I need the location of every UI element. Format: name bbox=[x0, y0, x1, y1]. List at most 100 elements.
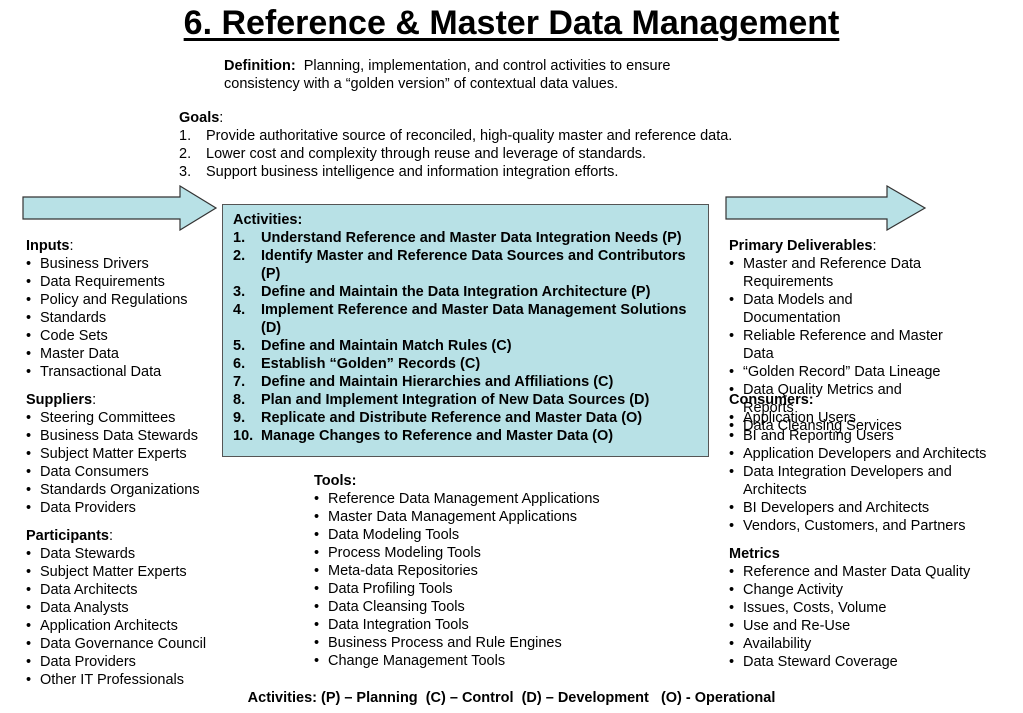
tool-item: Business Process and Rule Engines bbox=[314, 634, 634, 652]
inputs-list: Business DriversData RequirementsPolicy … bbox=[26, 255, 221, 381]
inputs-label: Inputs bbox=[26, 238, 70, 254]
tool-item: Process Modeling Tools bbox=[314, 544, 634, 562]
participant-item: Application Architects bbox=[26, 617, 226, 635]
tool-item: Data Integration Tools bbox=[314, 616, 634, 634]
goals-label: Goals bbox=[179, 110, 220, 126]
metrics-label: Metrics bbox=[729, 546, 780, 562]
goal-item-text: Support business intelligence and inform… bbox=[206, 164, 619, 180]
activities-list: 1. Understand Reference and Master Data I… bbox=[233, 229, 698, 445]
activity-item-text: Implement Reference and Master Data Mana… bbox=[261, 302, 687, 336]
activity-item-text: Identify Master and Reference Data Sourc… bbox=[261, 248, 686, 282]
activity-item: 2. Identify Master and Reference Data Sou… bbox=[233, 247, 698, 283]
activity-item-text: Replicate and Distribute Reference and M… bbox=[261, 410, 643, 426]
definition-label: Definition: bbox=[224, 58, 296, 74]
consumers-label: Consumers: bbox=[729, 392, 814, 408]
suppliers-list: Steering CommitteesBusiness Data Steward… bbox=[26, 409, 221, 517]
consumer-item: BI and Reporting Users bbox=[729, 427, 1007, 445]
activity-item: 3. Define and Maintain the Data Integrati… bbox=[233, 283, 698, 301]
tools-list: Reference Data Management ApplicationsMa… bbox=[314, 490, 634, 670]
activity-item: 7. Define and Maintain Hierarchies and Af… bbox=[233, 373, 698, 391]
input-arrow-icon bbox=[22, 185, 218, 231]
deliverable-item: Master and Reference Data Requirements bbox=[729, 255, 949, 291]
tools-section: Tools: Reference Data Management Applica… bbox=[314, 472, 634, 670]
activity-item-text: Establish “Golden” Records (C) bbox=[261, 356, 481, 372]
participant-item: Subject Matter Experts bbox=[26, 563, 226, 581]
input-item: Standards bbox=[26, 309, 221, 327]
activity-item-number: 9. bbox=[233, 410, 246, 426]
goals-section: Goals: 1.Provide authoritative source of… bbox=[179, 109, 799, 181]
tool-item: Data Modeling Tools bbox=[314, 526, 634, 544]
metric-item: Issues, Costs, Volume bbox=[729, 599, 1014, 617]
activity-item-number: 4. bbox=[233, 302, 246, 318]
activity-item-number: 7. bbox=[233, 374, 246, 390]
participant-item: Data Governance Council bbox=[26, 635, 226, 653]
participants-label: Participants bbox=[26, 528, 109, 544]
goal-item-number: 1. bbox=[179, 128, 192, 144]
tools-label: Tools: bbox=[314, 473, 357, 489]
activity-item-text: Manage Changes to Reference and Master D… bbox=[261, 428, 614, 444]
goal-item-text: Provide authoritative source of reconcil… bbox=[206, 128, 733, 144]
participant-item: Data Providers bbox=[26, 653, 226, 671]
activity-item: 4. Implement Reference and Master Data Ma… bbox=[233, 301, 698, 337]
goal-item-number: 3. bbox=[179, 164, 192, 180]
metrics-section: Metrics Reference and Master Data Qualit… bbox=[729, 545, 1014, 671]
goal-item: 3. Support business intelligence and info… bbox=[179, 163, 799, 181]
consumer-item: BI Developers and Architects bbox=[729, 499, 1007, 517]
activity-item: 10.Manage Changes to Reference and Maste… bbox=[233, 427, 698, 445]
supplier-item: Steering Committees bbox=[26, 409, 221, 427]
definition-text-line1: Planning, implementation, and control ac… bbox=[303, 58, 671, 74]
supplier-item: Data Providers bbox=[26, 499, 221, 517]
input-item: Master Data bbox=[26, 345, 221, 363]
deliverable-item: “Golden Record” Data Lineage bbox=[729, 363, 949, 381]
deliverable-item: Reliable Reference and Master Data bbox=[729, 327, 949, 363]
deliverables-label: Primary Deliverables bbox=[729, 238, 873, 254]
input-item: Policy and Regulations bbox=[26, 291, 221, 309]
activity-item-number: 1. bbox=[233, 230, 246, 246]
activity-item-number: 3. bbox=[233, 284, 246, 300]
consumer-item: Application Users bbox=[729, 409, 1007, 427]
activities-label: Activities: bbox=[233, 212, 303, 228]
goal-item: 2. Lower cost and complexity through reus… bbox=[179, 145, 799, 163]
activity-item-number: 6. bbox=[233, 356, 246, 372]
input-item: Data Requirements bbox=[26, 273, 221, 291]
participant-item: Data Architects bbox=[26, 581, 226, 599]
activity-item: 8.Plan and Implement Integration of New … bbox=[233, 391, 698, 409]
tool-item: Master Data Management Applications bbox=[314, 508, 634, 526]
suppliers-section: Suppliers: Steering CommitteesBusiness D… bbox=[26, 391, 221, 517]
supplier-item: Business Data Stewards bbox=[26, 427, 221, 445]
activity-item-number: 2. bbox=[233, 248, 246, 264]
output-arrow-icon bbox=[725, 185, 927, 231]
tool-item: Meta-data Repositories bbox=[314, 562, 634, 580]
goal-item: 1. Provide authoritative source of reconc… bbox=[179, 127, 799, 145]
tool-item: Reference Data Management Applications bbox=[314, 490, 634, 508]
activity-item-text: Define and Maintain Match Rules (C) bbox=[261, 338, 512, 354]
consumers-list: Application UsersBI and Reporting UsersA… bbox=[729, 409, 1007, 535]
activity-item-number: 5. bbox=[233, 338, 246, 354]
participant-item: Data Stewards bbox=[26, 545, 226, 563]
deliverable-item: Data Models and Documentation bbox=[729, 291, 949, 327]
activity-item: 5. Define and Maintain Match Rules (C) bbox=[233, 337, 698, 355]
goal-item-number: 2. bbox=[179, 146, 192, 162]
input-item: Business Drivers bbox=[26, 255, 221, 273]
activity-item: 1. Understand Reference and Master Data I… bbox=[233, 229, 698, 247]
goal-item-text: Lower cost and complexity through reuse … bbox=[206, 146, 647, 162]
participants-section: Participants: Data StewardsSubject Matte… bbox=[26, 527, 226, 689]
metric-item: Data Steward Coverage bbox=[729, 653, 1014, 671]
metric-item: Availability bbox=[729, 635, 1014, 653]
inputs-section: Inputs: Business DriversData Requirement… bbox=[26, 237, 221, 381]
activity-item: 9. Replicate and Distribute Reference and… bbox=[233, 409, 698, 427]
supplier-item: Subject Matter Experts bbox=[26, 445, 221, 463]
metric-item: Change Activity bbox=[729, 581, 1014, 599]
activities-box: Activities: 1. Understand Reference and M… bbox=[222, 204, 709, 457]
activity-item-text: Define and Maintain the Data Integration… bbox=[261, 284, 651, 300]
supplier-item: Data Consumers bbox=[26, 463, 221, 481]
consumers-section: Consumers: Application UsersBI and Repor… bbox=[729, 391, 1014, 535]
tool-item: Change Management Tools bbox=[314, 652, 634, 670]
activity-item-text: Understand Reference and Master Data Int… bbox=[261, 230, 682, 246]
activity-item-text: Define and Maintain Hierarchies and Affi… bbox=[261, 374, 614, 390]
consumer-item: Data Integration Developers and Architec… bbox=[729, 463, 1007, 499]
participant-item: Other IT Professionals bbox=[26, 671, 226, 689]
activity-item-number: 8. bbox=[233, 392, 246, 408]
metric-item: Use and Re-Use bbox=[729, 617, 1014, 635]
supplier-item: Standards Organizations bbox=[26, 481, 221, 499]
